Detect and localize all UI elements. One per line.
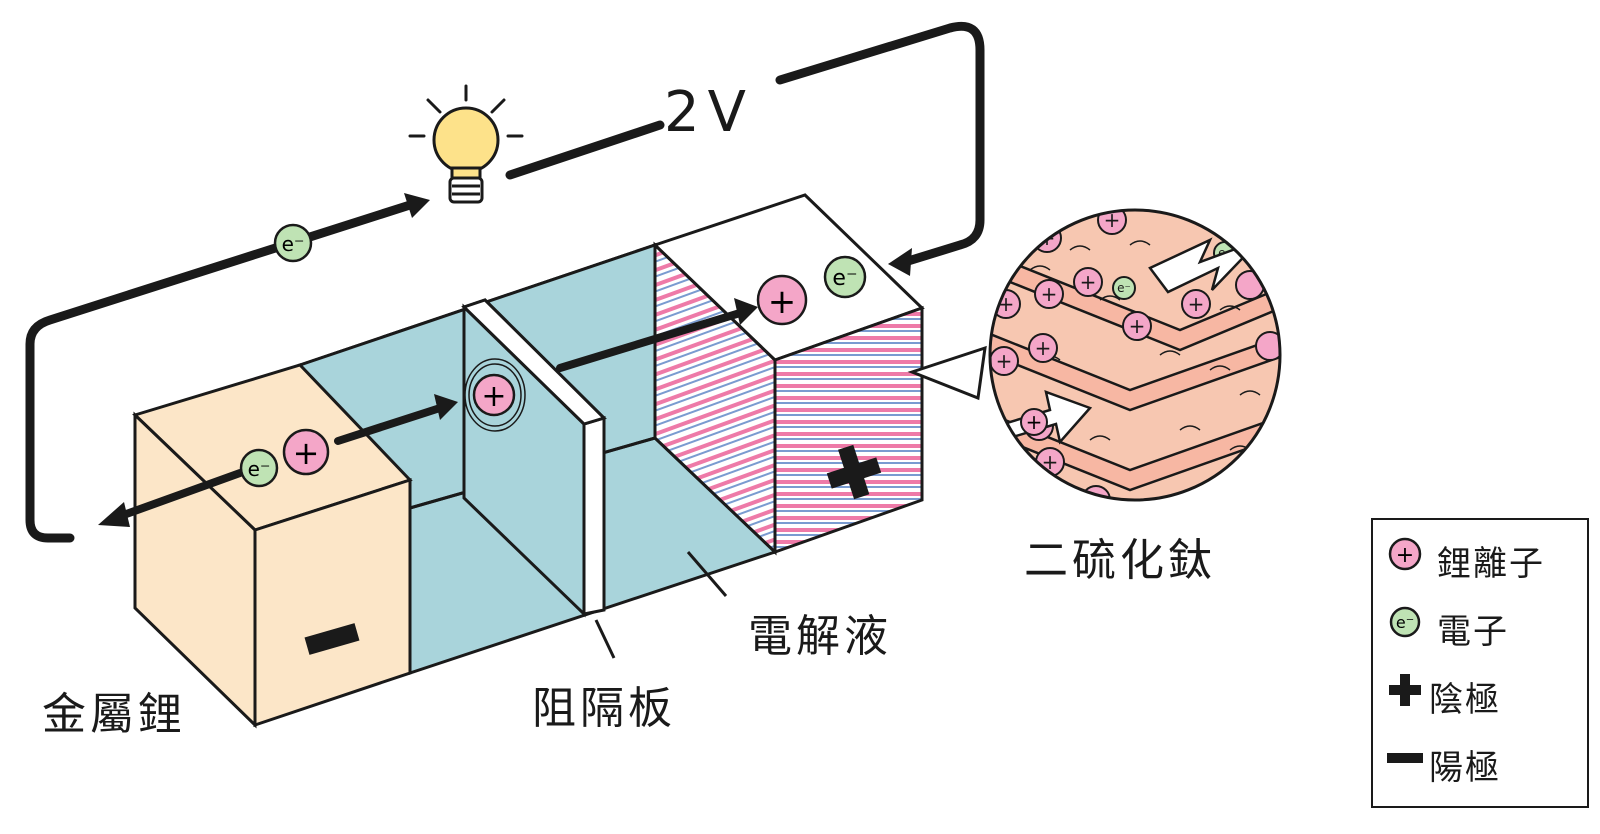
svg-text:+: +	[481, 379, 506, 414]
legend-item-lithium-ion: + 鋰離子	[1373, 534, 1587, 584]
svg-text:e⁻: e⁻	[1396, 613, 1414, 632]
arrowhead-separator	[434, 394, 458, 420]
internal-arrows	[114, 309, 744, 521]
svg-text:e⁻: e⁻	[248, 457, 271, 481]
plus-sign	[826, 444, 882, 500]
svg-text:+: +	[1129, 314, 1146, 338]
legend-label: 鋰離子	[1437, 544, 1545, 584]
legend-item-anode: 陽極	[1373, 738, 1587, 788]
plus-icon	[1389, 674, 1421, 706]
legend-label: 陰極	[1429, 680, 1501, 720]
svg-text:e⁻: e⁻	[832, 266, 857, 291]
legend-label: 陽極	[1429, 748, 1501, 788]
electron-icon: e⁻	[1389, 606, 1421, 638]
minus-sign	[304, 623, 360, 655]
legend: + 鋰離子 e⁻ 電子 陰極 陽極	[1371, 518, 1589, 808]
voltage-label: 2V	[664, 80, 754, 145]
cathode-front	[773, 305, 924, 555]
svg-text:+: +	[1080, 270, 1097, 294]
metal-lithium-label: 金屬鋰	[42, 689, 186, 740]
legend-item-cathode: 陰極	[1373, 670, 1587, 720]
lithium-ion-particle: +	[756, 274, 808, 326]
arrowhead-cathode	[734, 298, 758, 325]
svg-text:+: +	[293, 434, 320, 472]
magnifier-callout	[907, 345, 987, 401]
svg-text:+: +	[1041, 282, 1058, 306]
svg-text:+: +	[1104, 208, 1121, 232]
svg-text:e⁻: e⁻	[282, 232, 305, 256]
svg-text:+: +	[1396, 543, 1414, 568]
light-bulb-icon	[408, 84, 524, 204]
wire-arrow-top-left	[404, 193, 430, 218]
lithium-ion-particle: +	[472, 373, 516, 417]
lithium-block-front	[253, 477, 412, 728]
separator-pointer	[594, 619, 616, 659]
electrolyte-pointer	[686, 551, 728, 597]
wire-arrow-right	[888, 248, 912, 276]
electrolyte-label: 電解液	[748, 611, 892, 662]
arrowhead-left	[98, 502, 130, 527]
electron-particle: e⁻	[239, 448, 279, 488]
electron-particle: e⁻	[823, 255, 867, 299]
svg-text:e⁻: e⁻	[1117, 281, 1131, 295]
insertion-arrow-top	[1148, 237, 1261, 294]
magnifier-view: + + + + + + + + + + + + e⁻ e⁻ e⁻	[988, 208, 1282, 502]
svg-text:+: +	[996, 349, 1013, 373]
svg-text:+: +	[1026, 410, 1043, 434]
lithium-ion-icon: +	[1388, 537, 1422, 571]
svg-text:+: +	[1042, 450, 1059, 474]
minus-icon	[1387, 753, 1423, 763]
legend-label: 電子	[1437, 612, 1509, 652]
lithium-ion-particle: +	[282, 428, 330, 476]
ion-ripple	[464, 358, 526, 432]
svg-text:+: +	[1035, 336, 1052, 360]
circuit-wire	[25, 21, 985, 543]
svg-text:+: +	[768, 282, 797, 322]
separator-label: 阻隔板	[532, 683, 676, 734]
svg-text:+: +	[1188, 292, 1205, 316]
electron-particle: e⁻	[273, 223, 313, 263]
titanium-disulfide-label: 二硫化鈦	[1024, 535, 1216, 586]
legend-item-electron: e⁻ 電子	[1373, 602, 1587, 652]
separator-edge	[582, 415, 606, 616]
